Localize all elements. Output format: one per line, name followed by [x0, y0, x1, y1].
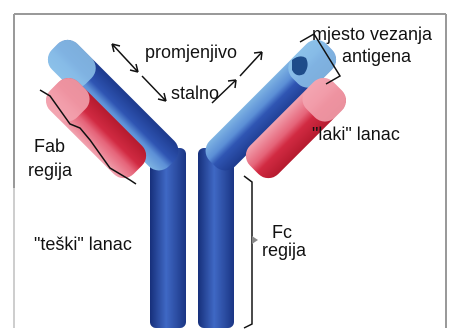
- heavy-chain-stems: [150, 148, 234, 328]
- left-stem: [150, 148, 186, 328]
- label-constant: stalno: [171, 83, 219, 103]
- label-variable: promjenjivo: [145, 42, 237, 62]
- variable-region-arrow: [112, 44, 138, 72]
- label-fab-1: Fab: [34, 136, 65, 156]
- label-binding-site-1: mjesto vezanja: [312, 24, 433, 44]
- fc-pointer: [252, 236, 258, 244]
- label-fc-2: regija: [262, 240, 307, 260]
- fc-bracket: [244, 176, 252, 328]
- label-heavy-chain: "teški" lanac: [34, 234, 132, 254]
- right-variable-arrow: [240, 52, 262, 76]
- right-stem: [198, 148, 234, 328]
- label-fab-2: regija: [28, 160, 73, 180]
- label-fc-1: Fc: [272, 222, 292, 242]
- label-light-chain: "laki" lanac: [312, 124, 400, 144]
- label-binding-site-2: antigena: [342, 46, 412, 66]
